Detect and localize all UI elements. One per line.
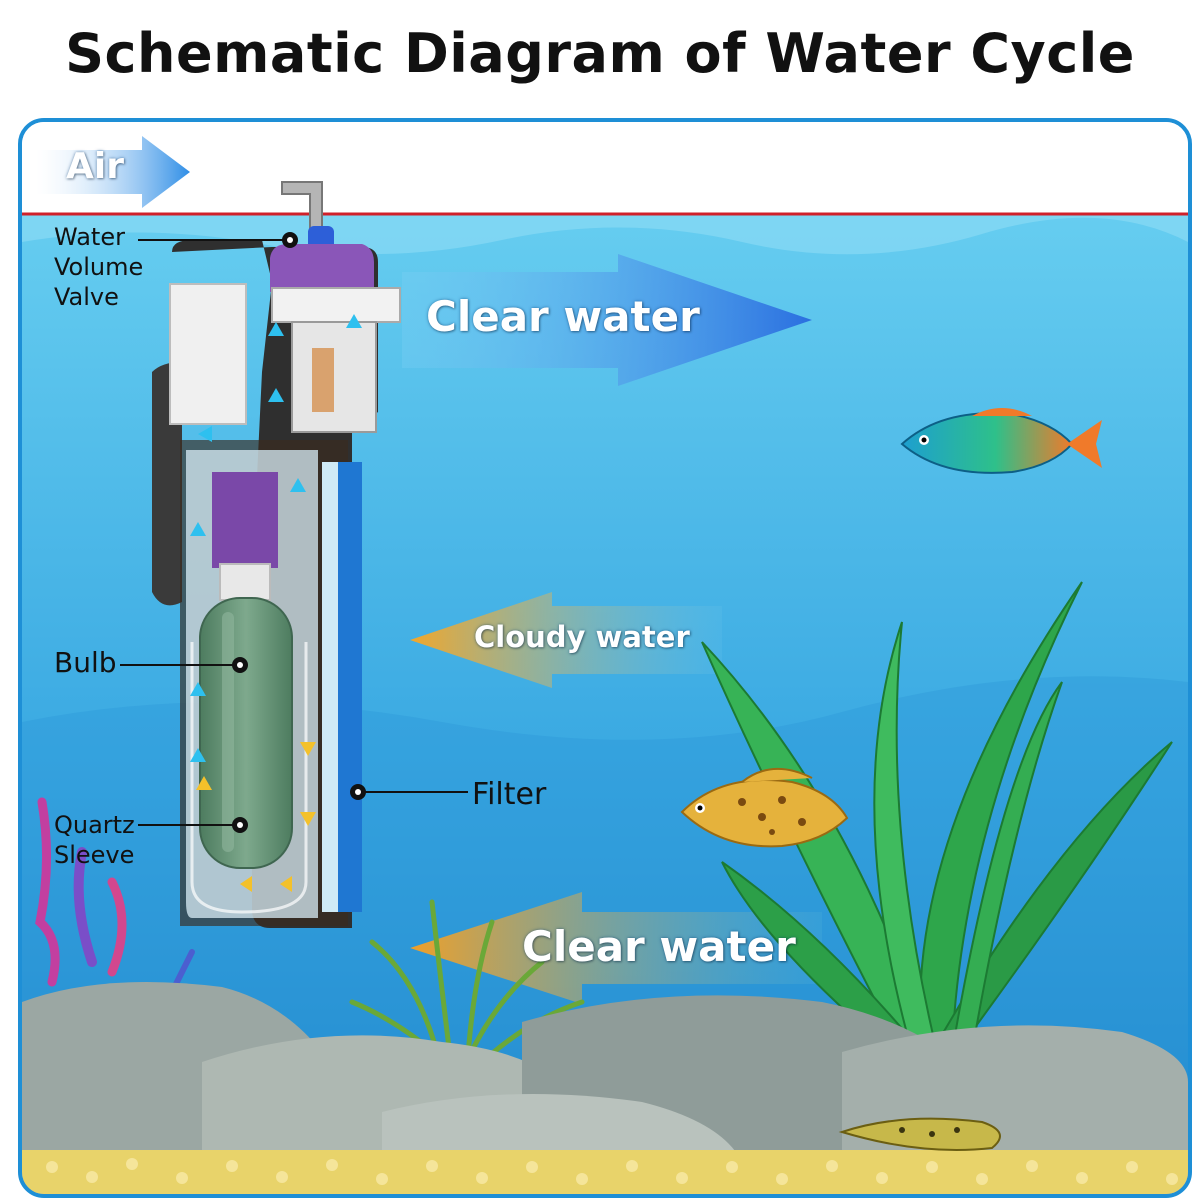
clear-water-arrow-bottom	[410, 892, 822, 1004]
water-volume-valve-line1: Water	[54, 223, 125, 251]
bulb-label: Bulb	[54, 646, 117, 679]
page-title: Schematic Diagram of Water Cycle	[65, 22, 1135, 85]
quartz-sleeve-label: Quartz Sleeve	[54, 810, 135, 870]
fish-icon	[838, 1117, 1001, 1151]
air-arrow	[36, 136, 190, 208]
fish-icon	[900, 408, 1102, 474]
quartz-sleeve	[190, 642, 308, 914]
quartz-sleeve-line1: Quartz	[54, 811, 135, 839]
clear-water-top-label: Clear water	[426, 292, 700, 341]
uv-filter-device	[152, 181, 401, 928]
aquarium-frame: Air Clear water Cloudy water Clear water…	[18, 118, 1192, 1198]
leader-lines	[120, 239, 468, 826]
plant-icon	[701, 581, 1173, 1053]
leader-dots	[232, 232, 366, 833]
air-label: Air	[66, 146, 124, 187]
filter-label: Filter	[472, 777, 547, 812]
water-volume-valve-line2: Volume	[54, 253, 144, 281]
fish-icon	[680, 767, 849, 848]
gravel-icon	[22, 1150, 1188, 1194]
aquarium-scene	[22, 122, 1188, 1194]
water-volume-valve-label: Water Volume Valve	[54, 222, 143, 312]
quartz-sleeve-line2: Sleeve	[54, 841, 135, 869]
cloudy-water-arrow	[410, 592, 722, 688]
cloudy-water-label: Cloudy water	[474, 620, 690, 654]
clear-water-bottom-label: Clear water	[522, 922, 796, 971]
coral-icon	[35, 797, 195, 995]
water-volume-valve-line3: Valve	[54, 283, 119, 311]
clear-water-arrow-top	[402, 254, 812, 386]
